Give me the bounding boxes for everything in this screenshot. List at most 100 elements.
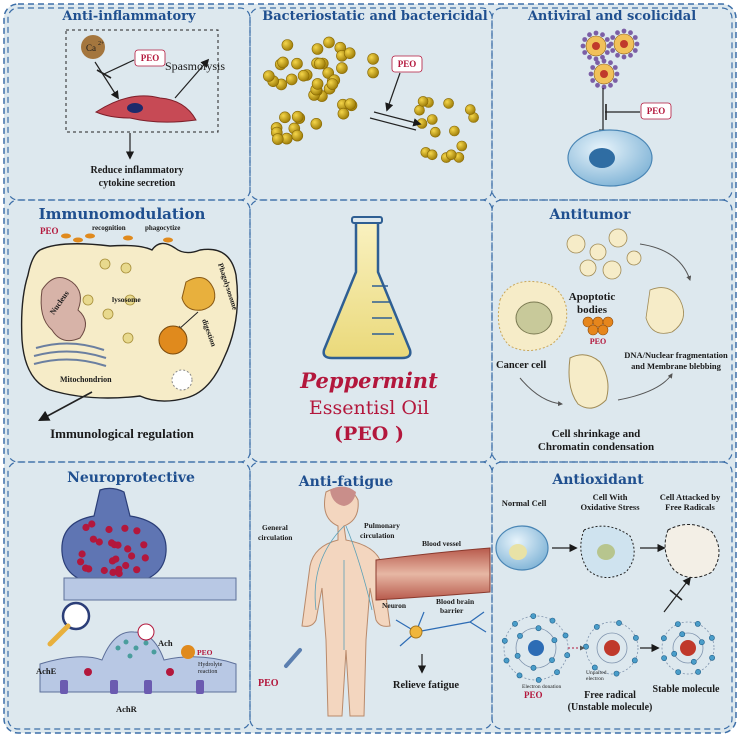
electron (501, 637, 508, 644)
virus-spike (593, 30, 599, 36)
ach-vesicle (137, 623, 155, 641)
radical-block (669, 589, 683, 601)
host-nucleus (589, 148, 615, 168)
result-line-2: cytokine secretion (99, 178, 176, 189)
electron (530, 664, 537, 671)
bacterium (417, 96, 429, 107)
bacterium (281, 39, 294, 51)
antioxidant-title: Antioxidant (551, 472, 644, 488)
bacterium (323, 36, 335, 49)
peo-molecule (181, 645, 195, 659)
transition-arrow-top (373, 111, 422, 127)
virus-spike (612, 65, 618, 70)
virus-spike (582, 37, 588, 42)
inhibit-bar (96, 69, 112, 79)
vesicle (115, 569, 123, 578)
pulmonary-circulation-line-2: circulation (360, 531, 395, 540)
neuroprotective-section: Neuroprotective Ach PEO Hydrolyte reacti… (36, 470, 237, 714)
center-section: Peppermint Essentisl Oil (PEO ) (299, 216, 438, 445)
immunomodulation-section: Immunomodulation PEO recognition phagocy… (20, 205, 240, 441)
dna-line-2: and Membrane blebbing (631, 361, 721, 371)
neuron-label: Neuron (382, 601, 407, 610)
macrophage-cell (20, 242, 239, 402)
bacterium (326, 78, 339, 90)
virus-spike (590, 78, 596, 83)
mechanism-box (65, 29, 219, 133)
bacteria-cluster-small (414, 96, 479, 163)
stressed-cell-nucleus (597, 544, 615, 560)
neuroprotective-title: Neuroprotective (67, 470, 195, 486)
peo-label: PEO (40, 226, 59, 236)
flask-icon (322, 220, 412, 360)
bacterium (445, 149, 457, 161)
bacterium (449, 125, 460, 137)
virus-particles (580, 28, 640, 90)
bacterium (297, 69, 310, 82)
virus-core (600, 70, 608, 78)
unpaired-line-2: electron (586, 676, 604, 682)
hydrolyte-line-1: Hydrolyte (198, 662, 223, 668)
virus-spike (608, 82, 613, 88)
peo-label: PEO (141, 53, 160, 63)
virus-spike (632, 48, 638, 53)
exocytosis-vesicle (171, 369, 193, 391)
synaptic-vesicles (77, 520, 149, 578)
calcium-ion (81, 35, 105, 59)
panel-center (249, 199, 493, 463)
transition-arrow-bottom (369, 117, 417, 131)
electron (690, 658, 697, 665)
vesicle (82, 523, 90, 532)
electron (512, 620, 518, 627)
bacterium (311, 43, 324, 55)
calcium-charge: 2+ (98, 41, 105, 47)
cell-nucleus (127, 103, 143, 113)
panel-anti-fatigue (249, 461, 493, 730)
virus-spike (604, 37, 610, 42)
peo-label: PEO (398, 59, 417, 69)
phagolysosome-shape (181, 277, 216, 311)
spasmolysis-label: Spasmolysis (165, 59, 225, 73)
electron (695, 669, 701, 675)
presynaptic-terminal (61, 487, 167, 585)
attacked-cell (664, 524, 720, 578)
bacterium (291, 57, 303, 70)
antioxidant-section: Antioxidant Normal Cell Cell With Oxidat… (495, 472, 721, 713)
electron (593, 624, 600, 630)
peo-label: PEO (258, 678, 279, 689)
virus-spike (580, 43, 586, 49)
vesicle (141, 554, 149, 562)
peo-tag (134, 49, 166, 67)
phagocytize-label: phagocytize (145, 224, 180, 232)
bbb-line-2: barrier (440, 606, 464, 615)
bacterium (344, 98, 357, 110)
ache-enzymes (84, 668, 174, 676)
shrinkage-line-1: Cell shrinkage and (552, 428, 641, 440)
virus-spike (634, 41, 640, 47)
bacterium (313, 57, 326, 70)
general-circulation-line-1: General (262, 523, 288, 532)
electron-dots (501, 613, 715, 683)
bacterium (262, 70, 275, 82)
blood-vessel-label: Blood vessel (422, 539, 461, 548)
antiviral-title: Antiviral and scolicidal (527, 9, 696, 24)
apoptotic-line-1: Apoptotic (569, 291, 616, 303)
virus-spike (582, 50, 588, 55)
lysosome-label: lysosome (112, 295, 141, 304)
donor-atom-nucleus (528, 640, 544, 656)
electron (554, 669, 560, 676)
dna-line-1: DNA/Nuclear fragmentation (624, 350, 728, 360)
anti-fatigue-title: Anti-fatigue (298, 474, 393, 490)
vesicle (112, 555, 120, 563)
electron (535, 625, 542, 632)
peo-tag (640, 102, 672, 120)
bacterium (271, 133, 284, 145)
electron (517, 633, 523, 639)
electron (675, 669, 682, 675)
bacterium (291, 110, 304, 123)
panel-grid (7, 7, 733, 730)
vesicle (114, 541, 122, 549)
ach-molecules (115, 639, 157, 659)
bacterium (310, 118, 323, 130)
electron (516, 672, 523, 679)
virus-spike (600, 32, 605, 38)
